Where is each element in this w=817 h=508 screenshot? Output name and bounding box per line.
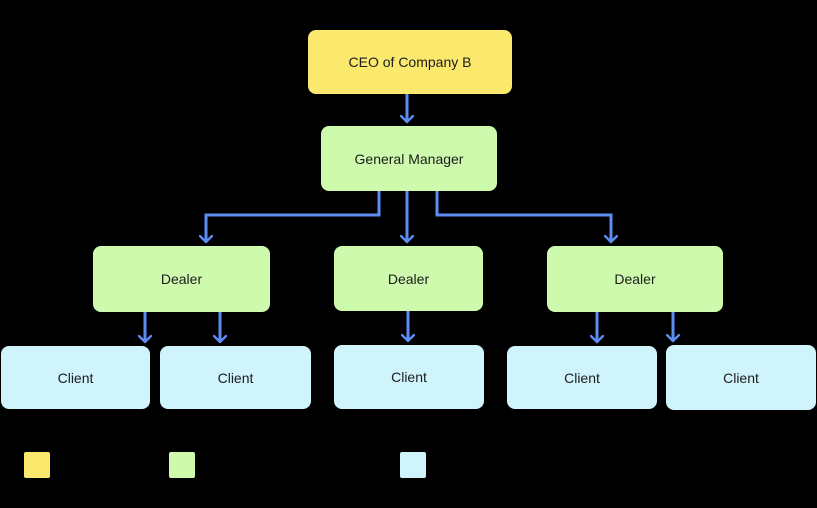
node-client-4-label: Client [564, 369, 600, 386]
node-client-2[interactable]: Client [160, 346, 311, 409]
node-client-5-label: Client [723, 369, 759, 386]
edge-general-manager-to-dealer-1 [206, 191, 381, 242]
node-client-1[interactable]: Client [1, 346, 150, 409]
edge-general-manager-to-dealer-3 [435, 191, 611, 242]
node-dealer-2[interactable]: Dealer [334, 246, 483, 311]
node-dealer-3[interactable]: Dealer [547, 246, 723, 312]
node-client-3-label: Client [391, 369, 427, 385]
legend-swatch-ceo [24, 452, 50, 478]
node-client-1-label: Client [57, 369, 94, 386]
node-ceo[interactable]: CEO of Company B [308, 30, 512, 94]
node-client-4[interactable]: Client [507, 346, 657, 409]
node-dealer-2-label: Dealer [387, 270, 430, 287]
node-general-manager[interactable]: General Manager [321, 126, 497, 191]
node-dealer-1[interactable]: Dealer [93, 246, 270, 312]
node-general-manager-label: General Manager [354, 150, 464, 167]
legend-swatch-manager-dealer [169, 452, 195, 478]
node-ceo-label: CEO of Company B [348, 54, 472, 70]
legend-swatch-client [400, 452, 426, 478]
node-dealer-1-label: Dealer [160, 271, 203, 287]
node-client-3[interactable]: Client [334, 345, 484, 409]
node-client-2-label: Client [217, 369, 254, 386]
node-client-5[interactable]: Client [666, 345, 816, 410]
node-dealer-3-label: Dealer [614, 271, 656, 287]
